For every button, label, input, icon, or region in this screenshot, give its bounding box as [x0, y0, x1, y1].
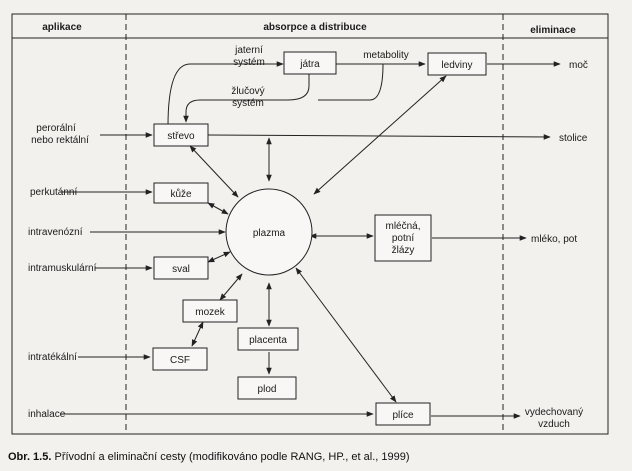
brain-csf-link [191, 321, 204, 347]
label-bile-2: systém [232, 98, 264, 109]
node-brain-label: mozek [195, 307, 225, 318]
diagram-frame [11, 13, 609, 435]
bile-system-path [183, 74, 310, 123]
node-glands-label-3: žlázy [392, 245, 415, 256]
output-milk: mléko, pot [531, 234, 577, 245]
output-exhaled-1: vydechovaný [525, 407, 583, 418]
node-placenta [237, 327, 299, 351]
header-elimination: eliminace [530, 25, 576, 36]
node-muscle-label: sval [172, 264, 190, 275]
node-liver-label: játra [299, 59, 320, 70]
hepatic-system-path [167, 61, 284, 127]
output-exhaled-2: vzduch [538, 419, 570, 430]
route-oral-1: perorální [36, 123, 76, 134]
brain-plasma-link [219, 273, 243, 301]
header-absorption: absorpce a distribuce [263, 22, 367, 33]
node-gut-label: střevo [167, 131, 195, 142]
node-fetus [237, 376, 297, 400]
figure-caption: Obr. 1.5. Přívodní a eliminační cesty (m… [8, 451, 410, 463]
route-intramuscular: intramuskulární [28, 263, 97, 274]
route-oral-2: nebo rektální [31, 135, 89, 146]
label-bile-1: žlučový [231, 86, 264, 97]
output-feces: stolice [559, 133, 588, 144]
label-hepatic-1: jaterní [234, 45, 263, 56]
node-glands [374, 214, 432, 262]
node-kidneys-label: ledviny [441, 60, 472, 71]
node-fetus-label: plod [258, 384, 277, 395]
node-muscle [153, 256, 209, 280]
route-intrathecal: intratékální [28, 352, 77, 363]
node-kidneys [427, 52, 487, 76]
node-plasma-label: plazma [253, 228, 286, 239]
label-hepatic-2: systém [233, 57, 265, 68]
output-urine: moč [569, 60, 588, 71]
node-skin-label: kůže [170, 188, 192, 200]
node-csf [152, 347, 208, 371]
route-percutaneous: perkutánní [30, 187, 77, 198]
node-glands-label-1: mléčná, [385, 221, 420, 232]
node-gut [153, 123, 209, 147]
label-metabolites: metabolity [363, 50, 409, 61]
caption-text: Přívodní a eliminační cesty (modifikován… [51, 451, 410, 463]
lung-plasma-link [295, 267, 397, 403]
muscle-plasma-link [207, 251, 231, 263]
node-glands-label-2: potní [392, 233, 414, 244]
node-lungs-label: plíce [392, 410, 414, 421]
route-inhalation: inhalace [28, 409, 66, 420]
caption-prefix: Obr. 1.5. [8, 451, 52, 463]
node-brain [182, 299, 238, 323]
header-application: aplikace [42, 22, 82, 33]
node-lungs [375, 402, 431, 426]
node-plasma [225, 188, 313, 276]
route-intravenous: intravenózní [28, 227, 83, 238]
node-placenta-label: placenta [249, 335, 287, 346]
kidney-plasma-link [313, 75, 447, 195]
skin-plasma-link [207, 202, 229, 215]
node-csf-label: CSF [170, 355, 190, 366]
gut-plasma-link [189, 145, 239, 198]
node-liver [283, 51, 337, 75]
node-skin [153, 182, 209, 204]
